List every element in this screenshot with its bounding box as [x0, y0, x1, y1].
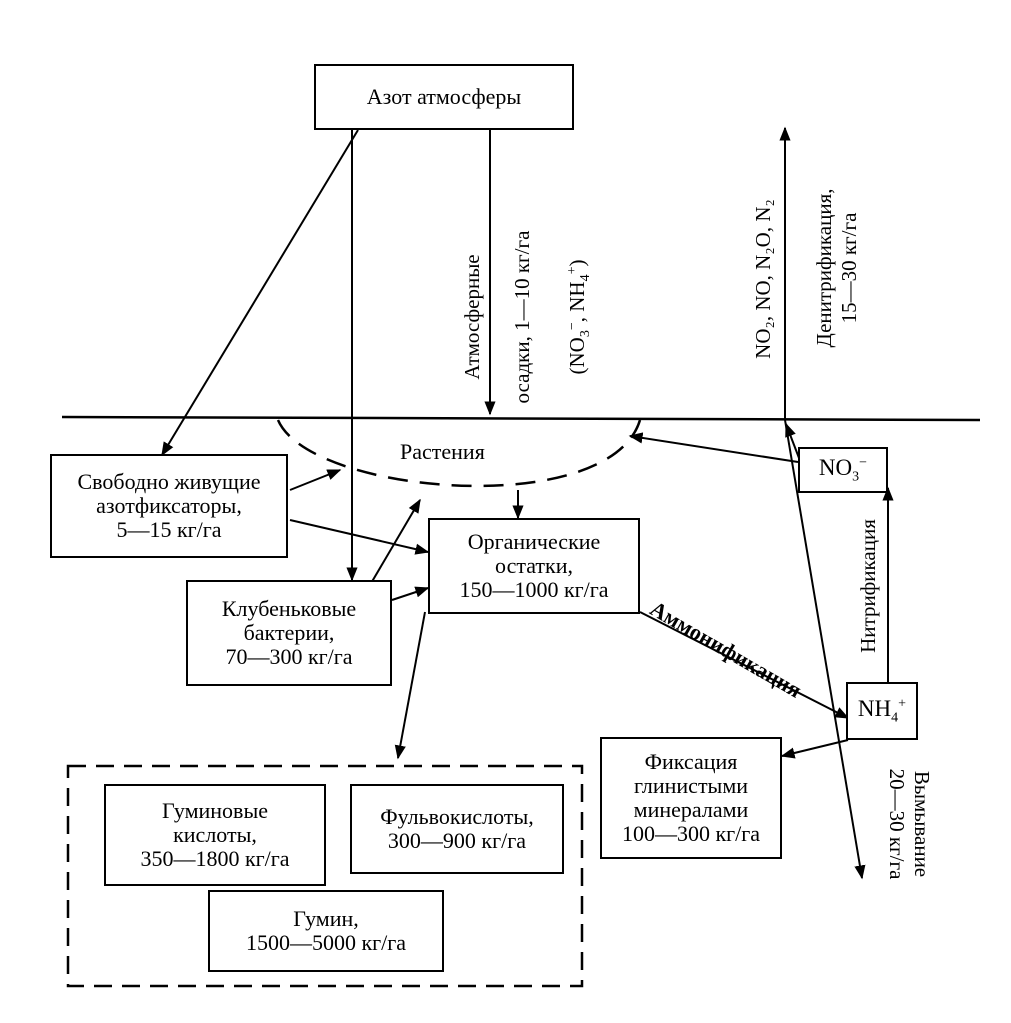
arrow-leaching — [784, 419, 866, 880]
plants-label: Растения — [400, 439, 485, 464]
humus-group-frame — [66, 764, 584, 988]
nitrate-sub: 3 — [852, 469, 860, 485]
arrow-organic-to-humus — [394, 611, 426, 760]
precipitation-forms-a: (NO — [565, 337, 589, 375]
nitrate-label: NO — [818, 454, 853, 480]
nitrate-sup: − — [859, 455, 868, 471]
humin-label: Гумин, 1500—5000 кг/га — [245, 906, 407, 955]
arrow-free-living-to-organic — [289, 519, 430, 555]
nodule-bacteria-node: Клубеньковые бактерии, 70—300 кг/га — [186, 580, 392, 686]
ammonium-sup: + — [898, 696, 907, 712]
precipitation-label: Атмосферные осадки, 1—10 кг/га (NO3−, NH… — [435, 167, 593, 467]
free-living-fixers-label: Свободно живущие азотфиксаторы, 5—15 кг/… — [77, 469, 261, 542]
gases-label: NO₂, NO, N₂O, N₂ — [751, 199, 775, 359]
nitrate-node: NO3− — [798, 447, 888, 493]
arrow-free-living-to-plants — [289, 469, 342, 491]
arrow-nh4-to-clay — [780, 739, 849, 759]
precipitation-forms-sub2: 4 — [578, 274, 594, 282]
arrow-atmosphere-to-free-living — [161, 129, 359, 457]
arrow-nodule-to-organic — [391, 586, 430, 601]
nodule-bacteria-label: Клубеньковые бактерии, 70—300 кг/га — [221, 596, 357, 669]
arrow-no3-to-plants — [628, 432, 799, 463]
clay-fixation-label: Фиксация глинистыми минералами 100—300 к… — [621, 749, 761, 846]
precipitation-amount: осадки, 1—10 кг/га — [510, 230, 534, 404]
precipitation-forms-sub1: 3 — [578, 330, 594, 338]
atmosphere-node: Азот атмосферы — [314, 64, 574, 130]
ammonium-node: NH4+ — [846, 682, 918, 740]
leaching-label: Вымывание 20—30 кг/га — [885, 768, 934, 880]
fulvic-acids-node: Фульвокислоты, 300—900 кг/га — [350, 784, 564, 874]
precipitation-title: Атмосферные — [460, 254, 484, 380]
precipitation-forms-sup2: + — [565, 266, 580, 275]
precipitation-forms: (NO3−, NH4+) — [560, 167, 598, 467]
atmosphere-label: Азот атмосферы — [366, 84, 522, 109]
nitrification-label: Нитрификация — [856, 519, 880, 653]
organic-residues-node: Органические остатки, 150—1000 кг/га — [428, 518, 640, 614]
organic-residues-label: Органические остатки, 150—1000 кг/га — [459, 529, 609, 602]
clay-fixation-node: Фиксация глинистыми минералами 100—300 к… — [600, 737, 782, 859]
humin-node: Гумин, 1500—5000 кг/га — [208, 890, 444, 972]
precipitation-forms-b: , NH — [565, 281, 589, 323]
ammonium-label: NH — [857, 695, 892, 721]
fulvic-acids-label: Фульвокислоты, 300—900 кг/га — [380, 804, 534, 853]
arrow-ammonification — [639, 611, 850, 719]
plants-zone-arc — [276, 419, 642, 488]
humic-acids-node: Гуминовые кислоты, 350—1800 кг/га — [104, 784, 326, 886]
denitrification-label: Денитрификация, 15—30 кг/га — [812, 188, 861, 348]
arrow-nodule-to-plants — [369, 498, 421, 586]
precipitation-forms-sup1: − — [565, 322, 580, 331]
soil-surface-line — [61, 415, 981, 422]
free-living-fixers-node: Свободно живущие азотфиксаторы, 5—15 кг/… — [50, 454, 288, 558]
ammonium-sub: 4 — [891, 710, 899, 726]
precipitation-forms-c: ) — [565, 259, 589, 267]
humic-acids-label: Гуминовые кислоты, 350—1800 кг/га — [140, 798, 290, 871]
